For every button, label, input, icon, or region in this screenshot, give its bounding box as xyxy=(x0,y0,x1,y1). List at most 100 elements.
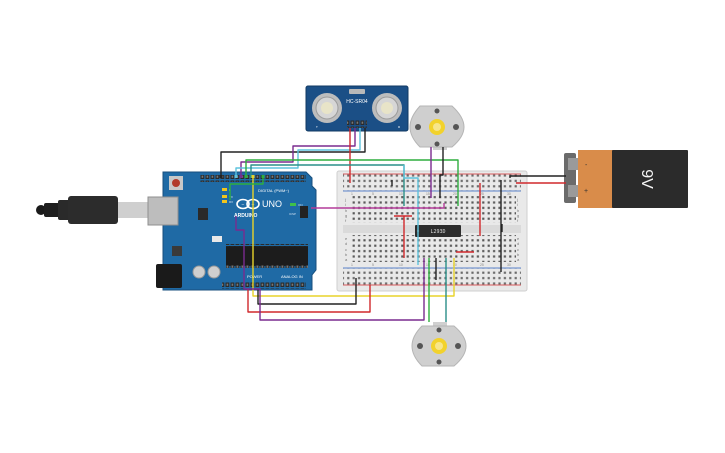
led-rx-label: RX xyxy=(229,200,233,204)
row-letter: i xyxy=(345,202,346,207)
driver-chip-label: L293D xyxy=(430,229,445,235)
wire-teal xyxy=(250,164,405,206)
column-number: 30 xyxy=(507,263,511,267)
column-number: 15 xyxy=(426,192,430,196)
ultrasonic-sensor[interactable]: HC-SR04 T R xyxy=(305,85,409,132)
power-jack xyxy=(156,264,182,288)
column-number: 15 xyxy=(426,263,430,267)
row-letter: e xyxy=(345,236,348,241)
motor-top[interactable] xyxy=(409,105,465,150)
wire-black xyxy=(509,175,566,178)
battery-body xyxy=(612,150,688,208)
row-letter: f xyxy=(345,218,347,223)
driver-chip[interactable]: L293D xyxy=(415,225,461,237)
row-letter: a xyxy=(517,257,520,262)
led-tx xyxy=(222,195,227,198)
led-rx xyxy=(222,200,227,203)
sensor-pins xyxy=(347,120,367,128)
wire-cyan xyxy=(235,128,361,176)
row-letter: c xyxy=(517,247,519,252)
column-number: 25 xyxy=(480,192,484,196)
column-number: 1 xyxy=(351,263,353,267)
usb-cable-end xyxy=(36,205,46,215)
terminal-strip-top xyxy=(350,196,516,223)
analog-label: ANALOG IN xyxy=(281,274,303,279)
arduino-brand-label: ARDUINO xyxy=(234,213,257,219)
column-number: 20 xyxy=(453,192,457,196)
row-letter: b xyxy=(345,252,348,257)
row-letter: b xyxy=(517,252,520,257)
row-letter: g xyxy=(517,213,519,218)
battery-plus-label: + xyxy=(584,188,588,195)
row-letter: f xyxy=(517,218,519,223)
led-on-label: ON xyxy=(298,203,303,207)
power-analog-header xyxy=(222,282,306,289)
column-number: 20 xyxy=(453,263,457,267)
row-letter: d xyxy=(517,241,519,246)
icsp-label: ICSP xyxy=(289,212,296,216)
crystal xyxy=(212,236,222,242)
usb-chip xyxy=(198,208,208,220)
row-letters-top: j i h g f j i h g f xyxy=(344,197,519,223)
wire-yellow xyxy=(252,176,455,297)
icsp-header xyxy=(300,206,308,218)
sensor-model-label: HC-SR04 xyxy=(346,99,368,105)
wire-red xyxy=(247,285,371,313)
wire-purple xyxy=(235,216,425,321)
column-number: 5 xyxy=(372,263,374,267)
wire-green xyxy=(245,159,459,206)
wire-magenta xyxy=(311,203,445,209)
led-tx-label: TX xyxy=(229,195,233,199)
column-number: 30 xyxy=(507,192,511,196)
row-letter: c xyxy=(345,247,347,252)
svg-text:T: T xyxy=(316,125,318,129)
led-l xyxy=(222,188,227,191)
capacitor xyxy=(207,265,221,279)
wire-black xyxy=(257,278,357,305)
header-wire-ends xyxy=(219,175,265,178)
row-letter: h xyxy=(517,208,519,213)
row-letter: j xyxy=(516,197,518,202)
row-letter: d xyxy=(345,241,347,246)
top-power-rail xyxy=(343,174,521,191)
usb-port xyxy=(147,196,179,226)
row-letter: j xyxy=(344,197,346,202)
row-letter: h xyxy=(345,208,347,213)
svg-text:R: R xyxy=(398,125,401,129)
column-numbers: 1 5 10 15 20 25 30 1 5 10 15 20 25 30 xyxy=(351,192,511,267)
wire-cyan xyxy=(403,165,419,265)
atmega-chip xyxy=(226,246,308,266)
motor-bottom[interactable] xyxy=(411,322,467,367)
column-number: 25 xyxy=(480,263,484,267)
battery-minus-label: - xyxy=(585,162,588,169)
row-letter: e xyxy=(517,236,520,241)
arduino-uno[interactable]: ICSP L TX RX ON − + UNO ARDUINO DIGITAL … xyxy=(36,171,317,291)
arduino-board xyxy=(162,171,317,291)
wire-purple xyxy=(240,128,356,176)
row-letter: g xyxy=(345,213,347,218)
bottom-power-rail xyxy=(343,268,521,285)
wire-black xyxy=(439,147,444,198)
column-number: 10 xyxy=(399,192,403,196)
wire-green xyxy=(229,176,264,200)
capacitor xyxy=(192,265,206,279)
column-number: 10 xyxy=(399,263,403,267)
row-letter: a xyxy=(345,257,348,262)
battery-band xyxy=(578,150,614,208)
usb-plug xyxy=(68,196,118,224)
terminal-strip-bottom xyxy=(350,235,516,262)
row-letter: i xyxy=(517,202,518,207)
sensor-crystal xyxy=(349,89,365,94)
regulator xyxy=(172,246,182,256)
column-number: 5 xyxy=(372,192,374,196)
row-letters-bottom: e d c b a e d c b a xyxy=(345,236,520,262)
wires xyxy=(220,128,566,322)
led-on xyxy=(290,203,296,206)
battery-9v[interactable]: 9V - + xyxy=(564,150,688,208)
svg-text:−: − xyxy=(242,202,245,208)
column-number: 1 xyxy=(351,192,353,196)
power-label: POWER xyxy=(247,274,262,279)
battery-label: 9V xyxy=(638,169,655,189)
digital-label: DIGITAL (PWM~) xyxy=(258,188,290,193)
